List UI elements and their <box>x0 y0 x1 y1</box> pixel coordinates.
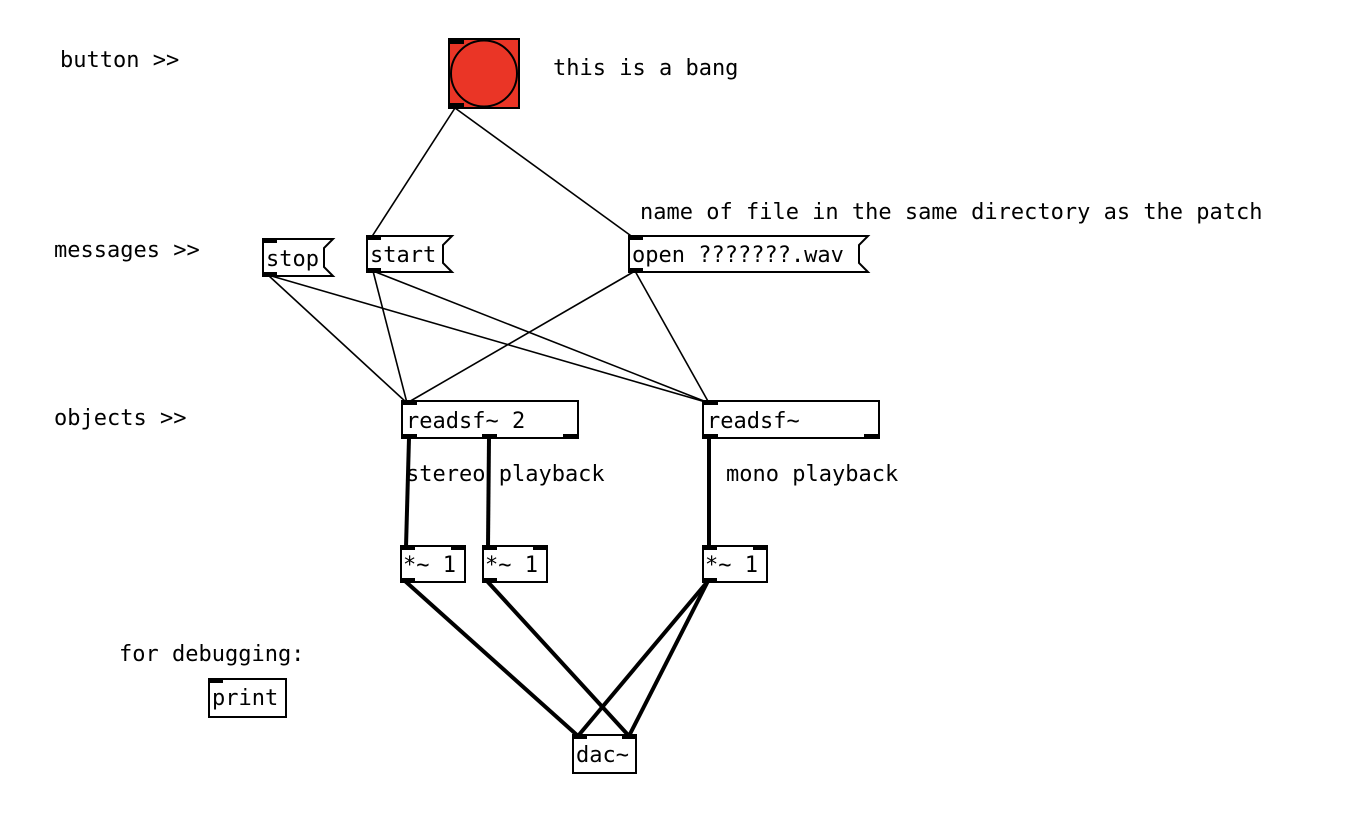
connection-start-to-readsf-stereo[interactable] <box>372 270 408 404</box>
object-readsf-mono[interactable]: readsf~ <box>702 400 880 439</box>
message-start[interactable]: start <box>366 235 455 273</box>
object-dac[interactable]: dac~ <box>572 734 637 774</box>
outlet-port-left <box>703 434 718 438</box>
connection-readsf-stereo-right-to-mul-right[interactable] <box>486 437 491 548</box>
object-mul-right[interactable]: *~ 1 <box>482 545 548 583</box>
outlet-port-done <box>864 434 879 438</box>
object-print-label: print <box>212 686 278 711</box>
comment-bang-note: this is a bang <box>553 56 738 81</box>
connection-mul-left-to-dac-left[interactable] <box>403 579 580 738</box>
object-readsf-mono-label: readsf~ <box>707 409 800 434</box>
inlet-port-right <box>533 546 547 550</box>
inlet-port-left <box>573 735 587 739</box>
message-stop[interactable]: stop <box>262 238 336 277</box>
comment-messages-label: messages >> <box>54 238 200 263</box>
object-mul-mono[interactable]: *~ 1 <box>702 545 768 583</box>
inlet-port <box>449 39 464 44</box>
inlet-port-left <box>703 546 717 550</box>
object-mul-left[interactable]: *~ 1 <box>400 545 466 583</box>
comment-mono-note: mono playback <box>726 462 898 487</box>
outlet-port-left <box>402 434 417 438</box>
connection-stop-to-readsf-mono[interactable] <box>267 274 710 404</box>
message-start-label: start <box>370 243 436 268</box>
connection-open-to-readsf-stereo[interactable] <box>406 270 636 404</box>
inlet-port-left <box>483 546 497 550</box>
connection-open-to-readsf-mono[interactable] <box>634 270 710 404</box>
outlet-port <box>483 578 497 582</box>
object-readsf-stereo-label: readsf~ 2 <box>406 409 525 434</box>
outlet-port <box>703 578 717 582</box>
object-readsf-stereo[interactable]: readsf~ 2 <box>401 400 579 439</box>
comment-debug-label: for debugging: <box>119 642 304 667</box>
inlet-port-right <box>451 546 465 550</box>
connection-readsf-stereo-left-to-mul-left[interactable] <box>404 437 411 548</box>
inlet-port <box>263 239 277 243</box>
connection-mul-mono-to-dac-right[interactable] <box>627 580 710 737</box>
object-mul-right-label: *~ 1 <box>485 553 538 578</box>
inlet-port <box>402 401 417 405</box>
comment-file-note: name of file in the same directory as th… <box>640 200 1263 225</box>
outlet-port <box>629 268 643 272</box>
outlet-port <box>401 578 415 582</box>
object-mul-mono-label: *~ 1 <box>705 553 758 578</box>
connection-stop-to-readsf-stereo[interactable] <box>267 274 408 404</box>
outlet-port-right <box>482 434 497 438</box>
inlet-port-right <box>622 735 636 739</box>
connection-start-to-readsf-mono[interactable] <box>372 270 710 404</box>
message-open-label: open ???????.wav <box>632 243 844 268</box>
connection-mul-mono-to-dac-left[interactable] <box>576 579 710 738</box>
connection-bang-to-start[interactable] <box>370 107 456 239</box>
comment-stereo-note: stereo playback <box>406 462 605 487</box>
object-dac-label: dac~ <box>576 743 629 768</box>
bang-circle-icon <box>450 39 518 108</box>
connection-mul-right-to-dac-right[interactable] <box>485 579 631 738</box>
outlet-port <box>367 268 381 272</box>
outlet-port <box>263 272 277 276</box>
inlet-port-right <box>753 546 767 550</box>
object-print[interactable]: print <box>208 678 287 718</box>
bang-button[interactable] <box>448 38 520 109</box>
inlet-port <box>209 679 223 683</box>
inlet-port <box>367 236 381 240</box>
object-mul-left-label: *~ 1 <box>403 553 456 578</box>
outlet-port-done <box>563 434 578 438</box>
connection-bang-to-open[interactable] <box>454 107 635 239</box>
inlet-port <box>629 236 643 240</box>
inlet-port <box>703 401 718 405</box>
comment-objects-label: objects >> <box>54 406 186 431</box>
message-open[interactable]: open ???????.wav <box>628 235 871 273</box>
comment-button-label: button >> <box>60 48 179 73</box>
message-stop-label: stop <box>266 247 319 272</box>
connections <box>267 107 711 738</box>
outlet-port <box>449 103 464 108</box>
inlet-port-left <box>401 546 415 550</box>
